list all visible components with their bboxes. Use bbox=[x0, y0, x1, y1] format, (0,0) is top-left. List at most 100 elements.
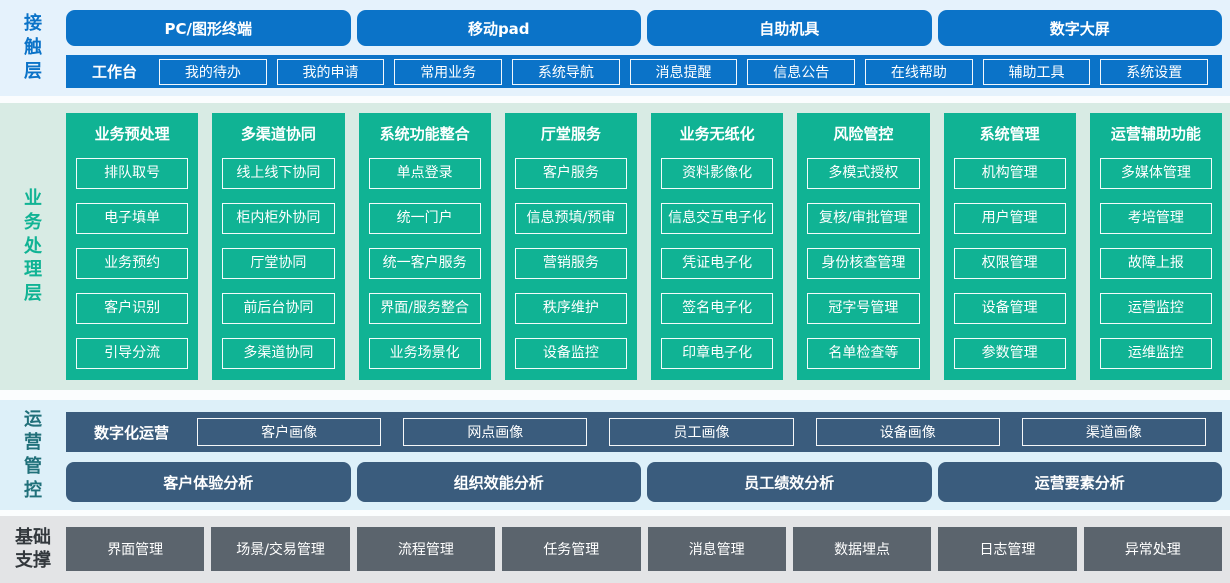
analysis-button: 员工绩效分析 bbox=[647, 462, 932, 502]
workbench-item: 消息提醒 bbox=[629, 58, 738, 85]
business-column: 系统管理 机构管理用户管理权限管理设备管理参数管理 bbox=[943, 113, 1076, 380]
foundation-item: 任务管理 bbox=[502, 527, 641, 571]
business-function-item: 客户服务 bbox=[514, 158, 627, 189]
business-column-items: 线上线下协同柜内柜外协同厅堂协同前后台协同多渠道协同 bbox=[212, 158, 344, 369]
foundation-label: 基础支撑 bbox=[0, 516, 66, 583]
foundation-content: 界面管理场景/交易管理流程管理任务管理消息管理数据埋点日志管理异常处理 bbox=[66, 516, 1230, 583]
analysis-button: 运营要素分析 bbox=[937, 462, 1222, 502]
business-function-item: 凭证电子化 bbox=[661, 248, 774, 279]
business-function-item: 界面/服务整合 bbox=[368, 293, 481, 324]
contact-layer-label: 接触层 bbox=[0, 0, 66, 96]
business-function-item: 运维监控 bbox=[1099, 338, 1212, 369]
workbench-item: 我的申请 bbox=[276, 58, 385, 85]
business-column: 厅堂服务 客户服务信息预填/预审营销服务秩序维护设备监控 bbox=[504, 113, 637, 380]
operations-band: 运营管控 数字化运营 客户画像网点画像员工画像设备画像渠道画像 客户体验分析组织… bbox=[0, 400, 1230, 510]
business-column-items: 资料影像化信息交互电子化凭证电子化签名电子化印章电子化 bbox=[651, 158, 783, 369]
digital-ops-label: 数字化运营 bbox=[94, 423, 170, 442]
terminal-button: 移动pad bbox=[356, 10, 641, 46]
workbench-item: 在线帮助 bbox=[865, 58, 973, 85]
business-column-title: 风险管控 bbox=[833, 125, 894, 143]
business-function-item: 线上线下协同 bbox=[222, 158, 335, 189]
foundation-item: 界面管理 bbox=[66, 527, 205, 571]
business-function-item: 多媒体管理 bbox=[1099, 158, 1212, 189]
business-column-title: 厅堂服务 bbox=[540, 125, 601, 143]
business-column-items: 客户服务信息预填/预审营销服务秩序维护设备监控 bbox=[505, 158, 637, 369]
terminal-button: 自助机具 bbox=[647, 10, 932, 46]
business-column-title: 业务预处理 bbox=[94, 125, 170, 143]
business-function-item: 前后台协同 bbox=[222, 293, 335, 324]
business-function-item: 业务预约 bbox=[76, 248, 189, 279]
business-layer-label: 业务处理层 bbox=[0, 103, 66, 390]
foundation-item: 异常处理 bbox=[1083, 527, 1222, 571]
business-function-item: 用户管理 bbox=[953, 203, 1066, 234]
workbench-bar: 工作台 我的待办我的申请常用业务系统导航消息提醒信息公告在线帮助辅助工具系统设置 bbox=[66, 55, 1222, 88]
profile-item: 客户画像 bbox=[197, 418, 382, 446]
foundation-row: 界面管理场景/交易管理流程管理任务管理消息管理数据埋点日志管理异常处理 bbox=[66, 527, 1222, 571]
business-column-items: 多媒体管理考培管理故障上报运营监控运维监控 bbox=[1090, 158, 1222, 369]
business-function-item: 统一客户服务 bbox=[368, 248, 481, 279]
business-function-item: 名单检查等 bbox=[807, 338, 920, 369]
business-column-items: 排队取号电子填单业务预约客户识别引导分流 bbox=[66, 158, 198, 369]
business-column: 业务无纸化 资料影像化信息交互电子化凭证电子化签名电子化印章电子化 bbox=[651, 113, 784, 380]
business-column: 系统功能整合 单点登录统一门户统一客户服务界面/服务整合业务场景化 bbox=[358, 113, 491, 380]
foundation-label-text: 基础支撑 bbox=[15, 527, 51, 571]
business-function-item: 多渠道协同 bbox=[222, 338, 335, 369]
business-function-item: 考培管理 bbox=[1099, 203, 1212, 234]
operations-content: 数字化运营 客户画像网点画像员工画像设备画像渠道画像 客户体验分析组织效能分析员… bbox=[66, 400, 1230, 510]
digital-ops-bar: 数字化运营 客户画像网点画像员工画像设备画像渠道画像 bbox=[66, 412, 1222, 452]
business-function-item: 引导分流 bbox=[76, 338, 189, 369]
terminal-button: 数字大屏 bbox=[937, 10, 1222, 46]
business-function-item: 印章电子化 bbox=[661, 338, 774, 369]
digital-ops-items: 客户画像网点画像员工画像设备画像渠道画像 bbox=[197, 418, 1207, 446]
foundation-item: 消息管理 bbox=[647, 527, 786, 571]
business-column: 多渠道协同 线上线下协同柜内柜外协同厅堂协同前后台协同多渠道协同 bbox=[212, 113, 345, 380]
workbench-item: 信息公告 bbox=[747, 58, 856, 85]
foundation-item: 流程管理 bbox=[356, 527, 496, 571]
business-function-item: 柜内柜外协同 bbox=[222, 203, 335, 234]
business-function-item: 客户识别 bbox=[76, 293, 189, 324]
terminal-button: PC/图形终端 bbox=[66, 10, 351, 46]
business-column: 风险管控 多模式授权复核/审批管理身份核查管理冠字号管理名单检查等 bbox=[797, 113, 930, 380]
business-column: 运营辅助功能 多媒体管理考培管理故障上报运营监控运维监控 bbox=[1089, 113, 1222, 380]
contact-layer-label-text: 接触层 bbox=[24, 13, 42, 82]
business-function-item: 电子填单 bbox=[76, 203, 189, 234]
business-function-item: 排队取号 bbox=[76, 158, 189, 189]
business-column: 业务预处理 排队取号电子填单业务预约客户识别引导分流 bbox=[66, 113, 199, 380]
foundation-band: 基础支撑 界面管理场景/交易管理流程管理任务管理消息管理数据埋点日志管理异常处理 bbox=[0, 516, 1230, 583]
profile-item: 设备画像 bbox=[815, 418, 1000, 446]
foundation-item: 数据埋点 bbox=[792, 527, 932, 571]
business-function-item: 故障上报 bbox=[1099, 248, 1212, 279]
profile-item: 网点画像 bbox=[403, 418, 588, 446]
business-function-item: 签名电子化 bbox=[661, 293, 774, 324]
business-function-item: 多模式授权 bbox=[807, 158, 920, 189]
business-function-item: 营销服务 bbox=[514, 248, 627, 279]
business-function-item: 设备管理 bbox=[953, 293, 1066, 324]
business-function-item: 设备监控 bbox=[514, 338, 627, 369]
workbench-item: 系统设置 bbox=[1100, 58, 1209, 85]
workbench-item: 我的待办 bbox=[159, 58, 267, 85]
business-function-item: 权限管理 bbox=[953, 248, 1066, 279]
workbench-item: 系统导航 bbox=[512, 58, 620, 85]
business-column-items: 单点登录统一门户统一客户服务界面/服务整合业务场景化 bbox=[359, 158, 491, 369]
business-function-item: 身份核查管理 bbox=[807, 248, 920, 279]
business-function-item: 机构管理 bbox=[953, 158, 1066, 189]
foundation-item: 日志管理 bbox=[938, 527, 1077, 571]
operations-label: 运营管控 bbox=[0, 400, 66, 510]
analysis-row: 客户体验分析组织效能分析员工绩效分析运营要素分析 bbox=[66, 462, 1222, 502]
business-column-items: 机构管理用户管理权限管理设备管理参数管理 bbox=[944, 158, 1076, 369]
workbench-items: 我的待办我的申请常用业务系统导航消息提醒信息公告在线帮助辅助工具系统设置 bbox=[159, 58, 1209, 85]
business-column-title: 系统功能整合 bbox=[379, 125, 470, 143]
analysis-button: 客户体验分析 bbox=[66, 462, 351, 502]
business-column-items: 多模式授权复核/审批管理身份核查管理冠字号管理名单检查等 bbox=[797, 158, 929, 369]
business-column-title: 运营辅助功能 bbox=[1110, 125, 1201, 143]
workbench-item: 辅助工具 bbox=[982, 58, 1091, 85]
profile-item: 员工画像 bbox=[609, 418, 794, 446]
business-function-item: 厅堂协同 bbox=[222, 248, 335, 279]
business-column-title: 多渠道协同 bbox=[240, 125, 316, 143]
analysis-button: 组织效能分析 bbox=[356, 462, 641, 502]
business-column-title: 业务无纸化 bbox=[679, 125, 755, 143]
business-column-title: 系统管理 bbox=[979, 125, 1040, 143]
